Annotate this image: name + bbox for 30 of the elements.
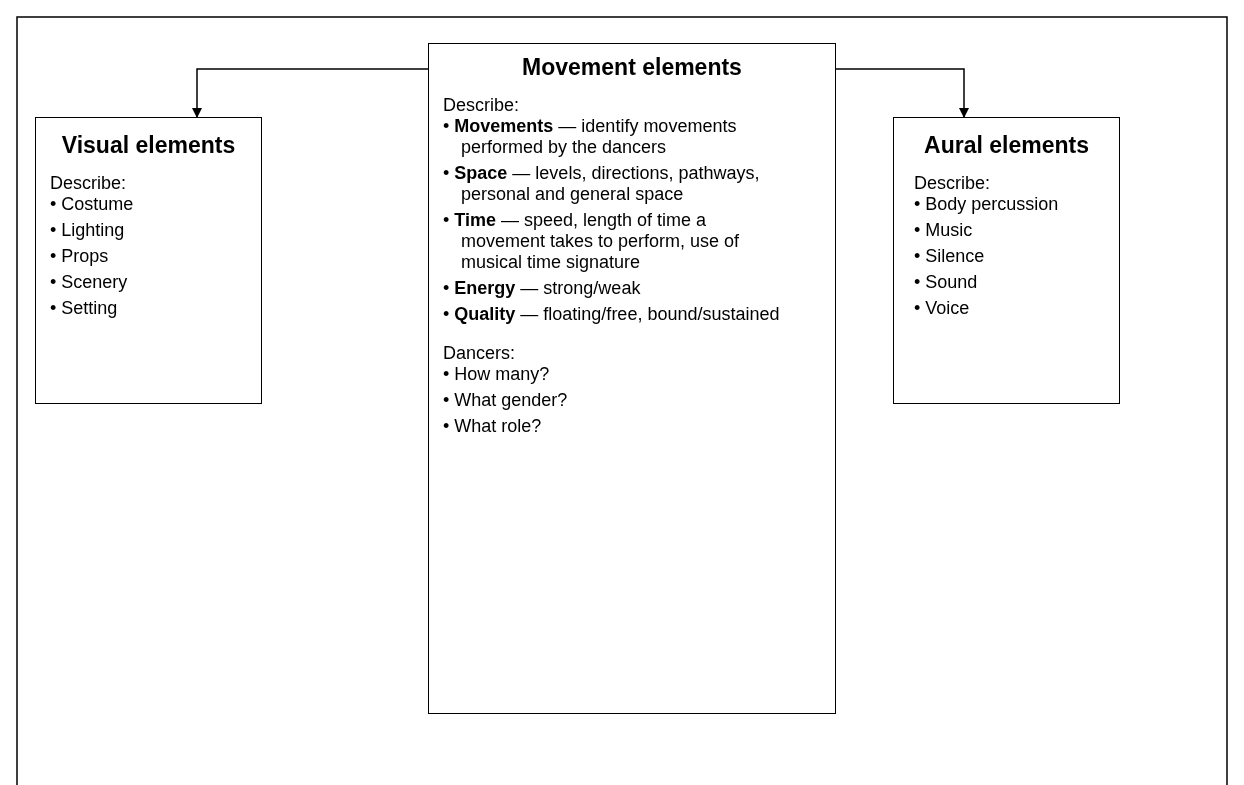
text-box (35, 117, 262, 404)
list-item: • Voice (914, 298, 971, 319)
box-heading: Movement elements (521, 54, 743, 81)
list-item: • Costume (50, 194, 135, 215)
list-item: • Props (50, 246, 110, 267)
list-item: • Time — speed, length of time a movement takes to perform, use of musical time signature (443, 210, 741, 273)
arrow (835, 68, 969, 118)
list-item: • Setting (50, 298, 119, 319)
list-item: • Sound (914, 272, 979, 293)
list-item: • Quality — floating/free, bound/sustained (443, 304, 781, 325)
box-heading: Visual elements (60, 132, 237, 159)
list-item: • Silence (914, 246, 986, 267)
list-item: • Movements — identify movements performed by the dancers (443, 116, 738, 158)
list-item: • What gender? (443, 390, 569, 411)
arrow (192, 68, 429, 118)
list-item: • Space — levels, directions, pathways, personal and general space (443, 163, 761, 205)
list-item: • Music (914, 220, 974, 241)
list-item: • How many? (443, 364, 551, 385)
text-box (428, 43, 836, 714)
list-item: • What role? (443, 416, 543, 437)
section-label: Describe: (914, 173, 992, 194)
section-label: Dancers: (443, 343, 517, 364)
list-item: • Lighting (50, 220, 126, 241)
box-heading: Aural elements (923, 132, 1090, 159)
list-item: • Energy — strong/weak (443, 278, 642, 299)
list-item: • Body percussion (914, 194, 1060, 215)
section-label: Describe: (443, 95, 521, 116)
text-box (893, 117, 1120, 404)
list-item: • Scenery (50, 272, 129, 293)
section-label: Describe: (50, 173, 128, 194)
